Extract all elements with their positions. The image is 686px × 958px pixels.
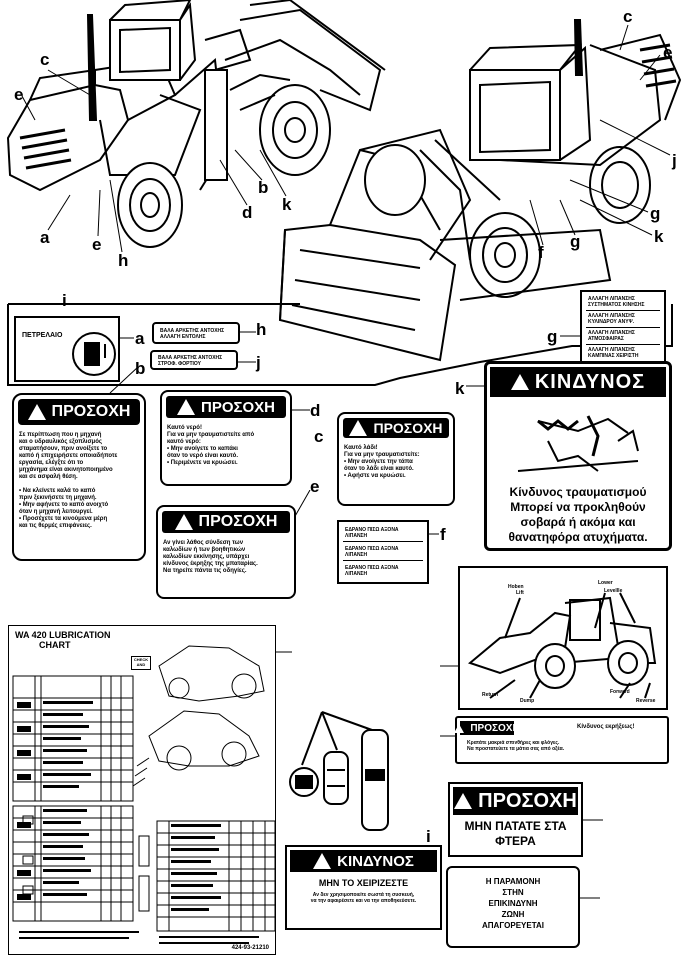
callout-c: c [314, 427, 324, 446]
svg-text:Dump: Dump [520, 698, 534, 704]
callout-k: k [455, 379, 465, 398]
callout-f-right: f [538, 243, 544, 262]
callout-e-left-2: e [92, 235, 101, 254]
warning-header-no-step: ΠΡΟΣΟΧΗ [453, 787, 578, 815]
fuel-decal: ΠΕΤΡΕΛΑΙΟ [14, 316, 120, 382]
lever-pattern-decal: Hoben Lift Lower Levellle Return Dump Fo… [458, 566, 668, 710]
svg-text:Return: Return [482, 692, 498, 698]
no-step-decal: ΠΡΟΣΟΧΗ ΜΗΝ ΠΑΤΑΤΕ ΣΤΑ ΦΤΕΡΑ [448, 782, 583, 857]
danger-header-j: ΚΙΝΔΥΝΟΣ [290, 850, 437, 872]
danger-decal-j: ΚΙΝΔΥΝΟΣ ΜΗΝ ΤΟ ΧΕΙΡΙΖΕΣΤΕ Αν δεν χρησιμ… [285, 845, 442, 930]
warning-header-d: ΠΡΟΣΟΧΗ [166, 396, 286, 418]
explosion-warning-decal: ΠΡΟΣΟΧΗ Κίνδυνος εκρήξεως! Κρατάτε μακρι… [454, 716, 669, 764]
warning-triangle-icon [27, 404, 46, 420]
warning-triangle-icon [174, 514, 193, 530]
check-label: CHECK AND [131, 656, 151, 670]
lube-chart-subtitle: CHART [39, 640, 71, 650]
lube-chart-title: WA 420 LUBRICATION [15, 630, 111, 640]
warning-header-c: ΠΡΟΣΟΧΗ [343, 418, 449, 438]
warning-header-e: ΠΡΟΣΟΧΗ [162, 511, 290, 533]
callout-e: e [310, 477, 320, 496]
callout-h: h [256, 320, 267, 339]
callout-g: g [547, 327, 558, 346]
warning-decal-d: ΠΡΟΣΟΧΗ Καυτό νερό!Για να μην τραυματιστ… [160, 390, 292, 486]
callout-g-right-2: g [570, 232, 580, 251]
svg-text:Hoben: Hoben [508, 584, 524, 590]
loader-lever-diagram: Hoben Lift Lower Levellle Return Dump Fo… [467, 580, 657, 704]
svg-text:Levellle: Levellle [604, 588, 623, 594]
lube-part-number: 424-93-21210 [231, 945, 269, 951]
fuel-pump-icon [72, 332, 116, 376]
callout-e-left: e [14, 85, 23, 104]
callout-a-left: a [40, 228, 50, 247]
callout-c-left: c [40, 50, 49, 69]
fuel-decal-word: ΠΕΤΡΕΛΑΙΟ [22, 332, 63, 339]
lube-chart-graphics [12, 645, 276, 944]
callout-j-right: j [671, 151, 677, 170]
warning-triangle-icon [454, 723, 465, 733]
crush-hazard-icon [517, 415, 639, 472]
callout-d: d [310, 401, 321, 420]
danger-decal-k: ΚΙΝΔΥΝΟΣ Κίνδυνος τραυματισμού Μπορεί να… [484, 361, 672, 551]
machine-illustrations: c e a e h b d k c e j g k g f [6, 0, 682, 362]
warning-decal-c: ΠΡΟΣΟΧΗ Καυτό λάδι!Για να μην τραυματιστ… [337, 412, 455, 506]
callout-h-left: h [118, 251, 128, 270]
callout-i-top: i [62, 291, 67, 310]
svg-text:Lower: Lower [598, 580, 613, 586]
warning-header-b: ΠΡΟΣΟΧΗ [18, 399, 140, 425]
callout-b: b [135, 359, 146, 378]
warning-triangle-icon [510, 374, 529, 390]
svg-text:Reverse: Reverse [636, 698, 656, 704]
svg-text:Lift: Lift [516, 590, 524, 596]
warning-triangle-icon [349, 420, 368, 436]
warning-triangle-icon [454, 793, 473, 809]
callout-c-right: c [623, 7, 632, 26]
warning-header-explosion: ΠΡΟΣΟΧΗ [454, 721, 520, 735]
callout-f: f [440, 525, 446, 544]
callout-k-left: k [282, 195, 292, 214]
callout-k-right: k [654, 227, 664, 246]
callout-b-left: b [258, 178, 268, 197]
svg-text:Forward: Forward [610, 689, 630, 695]
danger-zone-decal: Η ΠΑΡΑΜΟΝΗ ΣΤΗΝ ΕΠΙΚΙΝΔΥΝΗ ΖΩΝΗ ΑΠΑΓΟΡΕΥ… [446, 866, 580, 948]
danger-header-k: ΚΙΝΔΥΝΟΣ [490, 367, 666, 397]
lubrication-chart: WA 420 LUBRICATION CHART CHECK AND [8, 625, 276, 955]
callout-g-right: g [650, 204, 660, 223]
callout-e-right: e [663, 43, 672, 62]
warning-triangle-icon [313, 853, 332, 869]
callout-i: i [426, 827, 431, 846]
callout-d-left: d [242, 203, 252, 222]
callout-j: j [256, 353, 261, 372]
battery-parts-illustration [289, 711, 389, 831]
callout-a: a [135, 329, 145, 348]
warning-triangle-icon [176, 399, 195, 415]
